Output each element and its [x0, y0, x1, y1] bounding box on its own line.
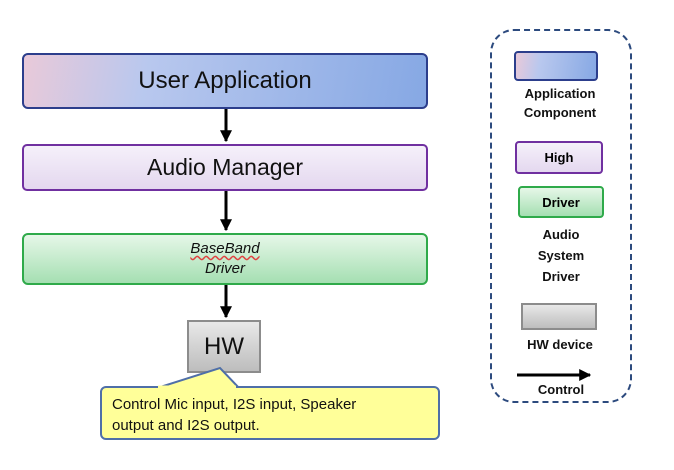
legend-driver-swatch: Driver: [518, 186, 604, 218]
callout-line-1: Control Mic input, I2S input, Speaker: [112, 396, 357, 413]
callout-line-2: output and I2S output.: [112, 417, 260, 434]
baseband-label: BaseBand: [190, 240, 260, 257]
audio-manager-label: Audio Manager: [147, 154, 303, 180]
legend-control-label: Control: [537, 382, 585, 397]
legend-application-label: Application Component: [523, 86, 597, 120]
legend-high-swatch: High: [515, 141, 603, 174]
callout-note: Control Mic input, I2S input, Speaker ou…: [100, 386, 440, 440]
user-application-label: User Application: [138, 67, 312, 94]
legend-hw-device-label: HW device: [527, 337, 593, 352]
legend-audio-system-driver-label: Audio System Driver: [537, 227, 585, 284]
audio-manager-box: Audio Manager: [22, 144, 428, 191]
baseband-driver-box: BaseBand Driver: [22, 233, 428, 285]
driver-label: Driver: [205, 260, 245, 277]
legend-panel: [490, 29, 632, 403]
user-application-box: User Application: [22, 53, 428, 109]
legend-hw-swatch: [521, 303, 597, 330]
legend-high-label: High: [544, 150, 574, 165]
legend-driver-label: Driver: [542, 194, 580, 210]
legend-application-swatch: [514, 51, 598, 81]
hw-label: HW: [204, 332, 244, 360]
